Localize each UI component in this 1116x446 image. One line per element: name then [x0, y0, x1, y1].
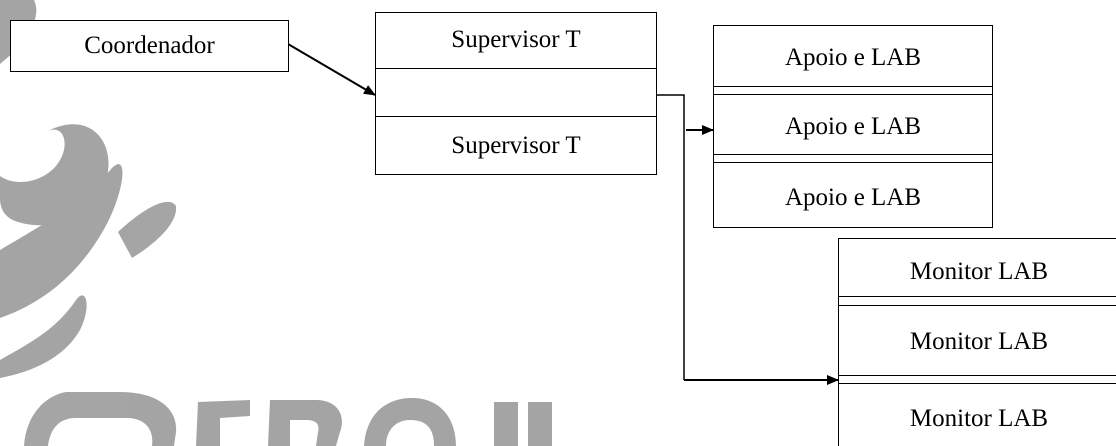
supervisor-branch-line: [656, 94, 685, 380]
coordenador-to-supervisor-arrow: [287, 43, 376, 96]
supervisor-divider-bottom: [376, 116, 656, 117]
apoio-divider-2a: [714, 154, 992, 155]
coordenador-label: Coordenador: [84, 32, 215, 59]
monitor-group: Monitor LAB Monitor LAB Monitor LAB: [838, 238, 1116, 446]
coordenador-box: Coordenador: [10, 20, 289, 72]
monitor-divider-2b: [839, 383, 1116, 384]
monitor-label-3: Monitor LAB: [909, 405, 1049, 432]
apoio-divider-1a: [714, 86, 992, 87]
apoio-group: Apoio e LAB Apoio e LAB Apoio e LAB: [713, 25, 993, 228]
apoio-divider-1b: [714, 94, 992, 95]
monitor-label-1: Monitor LAB: [909, 258, 1049, 285]
supervisor-group: Supervisor T Supervisor T: [375, 12, 657, 175]
apoio-divider-2b: [714, 162, 992, 163]
supervisor-divider-top: [376, 68, 656, 69]
monitor-label-2: Monitor LAB: [909, 328, 1049, 355]
apoio-label-1: Apoio e LAB: [784, 44, 922, 71]
supervisor-bottom-label: Supervisor T: [451, 132, 581, 159]
monitor-divider-1b: [839, 305, 1116, 306]
apoio-label-3: Apoio e LAB: [784, 184, 922, 211]
apoio-label-2: Apoio e LAB: [784, 113, 922, 140]
monitor-divider-2a: [839, 375, 1116, 376]
monitor-divider-1a: [839, 296, 1116, 297]
supervisor-top-label: Supervisor T: [451, 26, 581, 53]
